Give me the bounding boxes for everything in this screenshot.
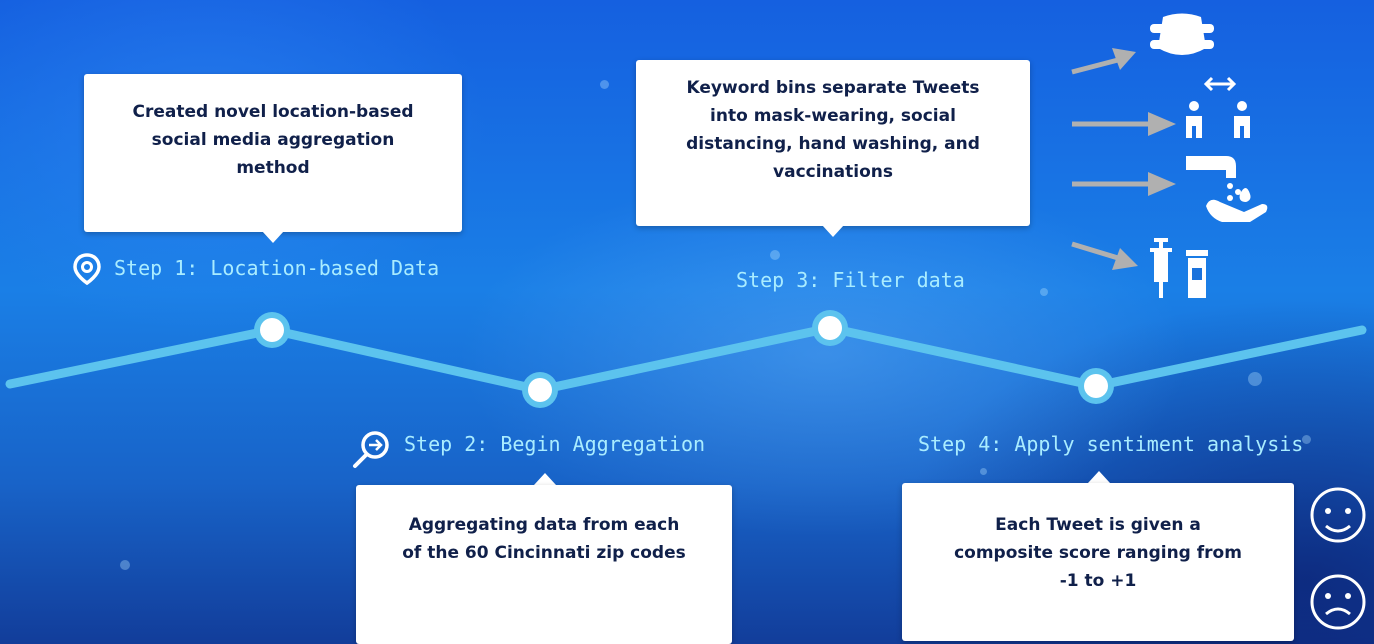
social-distancing-icon [1186, 76, 1250, 138]
step-2-box-pointer [534, 473, 556, 485]
timeline-node-step-2 [522, 372, 558, 408]
step-4-label: Step 4: Apply sentiment analysis [918, 432, 1304, 456]
background-dot [770, 250, 780, 260]
background-dot [980, 468, 987, 475]
timeline-node-step-1 [254, 312, 290, 348]
background-dot [120, 560, 130, 570]
sad-face-icon [1310, 574, 1366, 630]
step-3-box-pointer [822, 225, 844, 237]
step-4-box-pointer [1088, 471, 1110, 483]
step-2-description-box: Aggregating data from each of the 60 Cin… [356, 485, 732, 644]
timeline-node-step-4 [1078, 368, 1114, 404]
step-1-label: Step 1: Location-based Data [114, 256, 440, 280]
vaccine-icon [1150, 238, 1208, 298]
step-4-description-box: Each Tweet is given a composite score ra… [902, 483, 1294, 641]
mask-icon [1150, 13, 1214, 55]
arrow-to-vaccine [1071, 241, 1138, 270]
timeline-line [5, 323, 1367, 395]
background-dot [1040, 288, 1048, 296]
search-arrow-icon [353, 431, 389, 468]
step-3-label: Step 3: Filter data [736, 268, 965, 292]
step-3-description-box: Keyword bins separate Tweets into mask-w… [636, 60, 1030, 226]
step-1-box-pointer [262, 231, 284, 243]
step-1-description: Created novel location-based social medi… [132, 102, 414, 178]
step-2-description: Aggregating data from each of the 60 Cin… [402, 515, 686, 563]
background-dot [1248, 372, 1262, 386]
step-1-description-box: Created novel location-based social medi… [84, 74, 462, 232]
arrow-to-social-distancing [1072, 112, 1176, 136]
hand-washing-icon [1186, 156, 1268, 222]
location-pin-icon [73, 253, 101, 286]
step-4-description: Each Tweet is given a composite score ra… [954, 515, 1242, 591]
background-dot [1302, 435, 1311, 444]
arrow-to-hand-washing [1072, 172, 1176, 196]
step-3-description: Keyword bins separate Tweets into mask-w… [686, 78, 980, 182]
arrow-to-mask [1071, 48, 1136, 75]
step-2-label: Step 2: Begin Aggregation [404, 432, 706, 456]
background-dot [600, 80, 609, 89]
timeline-node-step-3 [812, 310, 848, 346]
category-arrows [1071, 48, 1176, 270]
smiley-face-icon [1310, 487, 1366, 543]
